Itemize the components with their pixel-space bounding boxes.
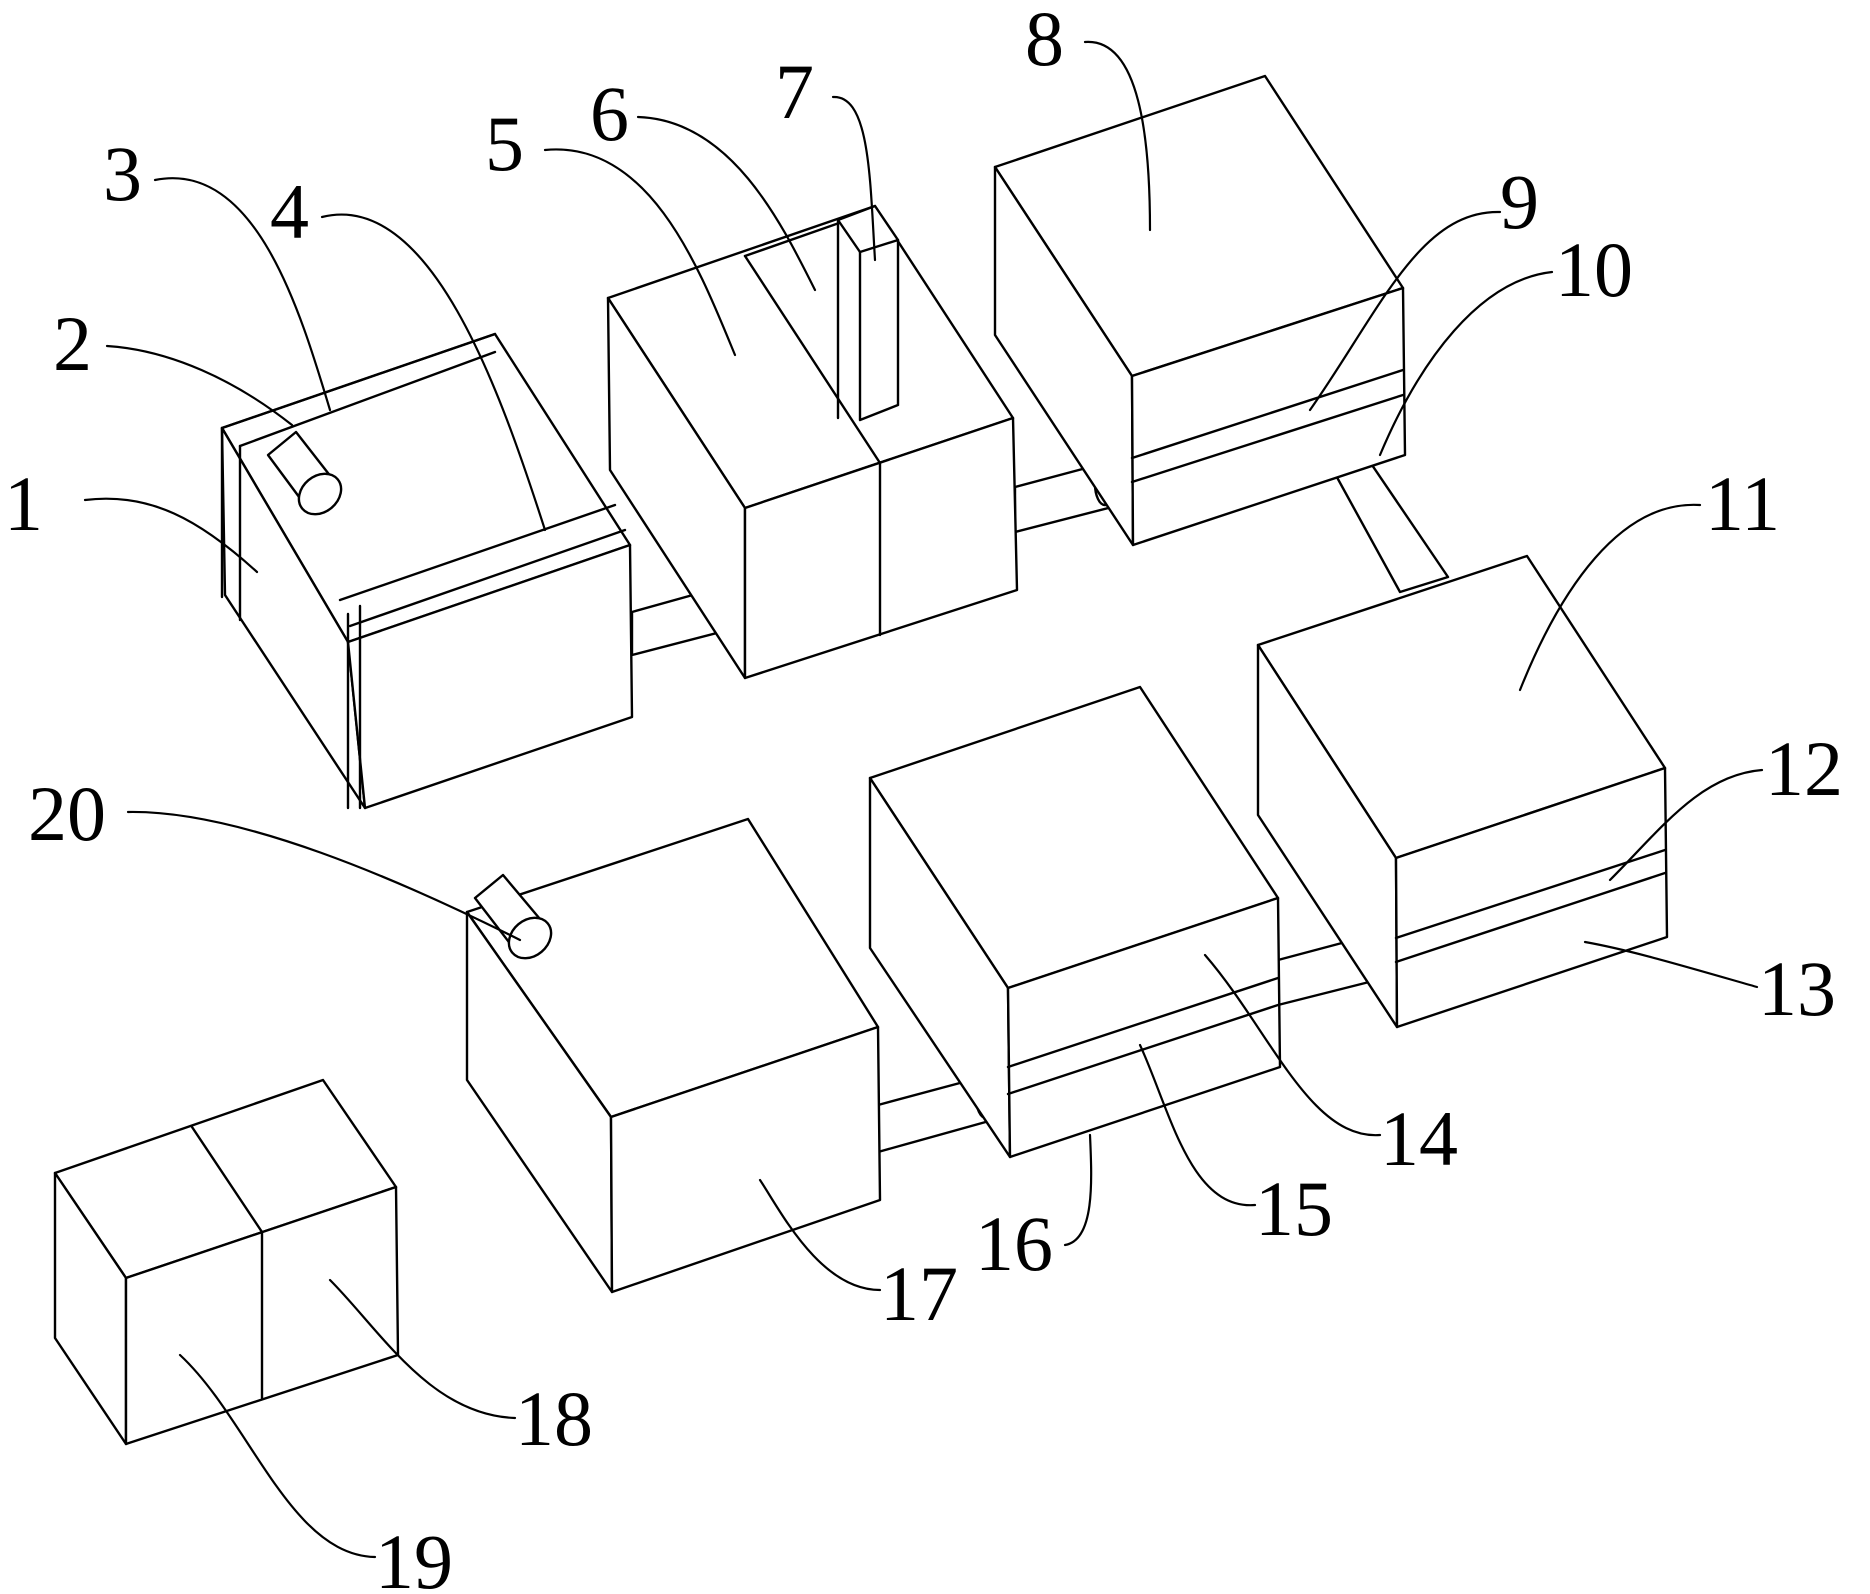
unit-7-plate — [836, 204, 900, 422]
unit-5-divider-6 — [743, 254, 882, 637]
leader-10 — [1378, 270, 1554, 457]
unit-17-tank — [465, 817, 882, 1294]
unit-1-front-divide — [346, 604, 362, 810]
unit-8-tank — [993, 74, 1407, 547]
label-1: 1 — [4, 460, 43, 547]
leader-lines — [83, 40, 1764, 1559]
leader-8 — [1083, 40, 1152, 232]
inlet-2-end — [297, 472, 343, 516]
leader-3 — [153, 177, 332, 412]
label-6: 6 — [590, 70, 629, 157]
unit-1-rim-line-a — [220, 426, 242, 622]
leader-7 — [831, 95, 877, 262]
unit-11-layer-12 — [1394, 848, 1667, 940]
label-9: 9 — [1500, 158, 1539, 245]
unit-11-layer-13 — [1394, 871, 1667, 964]
unit-8-layer-9 — [1130, 368, 1405, 460]
label-20: 20 — [28, 770, 106, 857]
label-17: 17 — [880, 1250, 958, 1337]
reference-numerals: 1 2 3 4 5 6 7 8 9 10 11 12 13 14 15 16 1… — [4, 0, 1843, 1594]
label-12: 12 — [1765, 725, 1843, 812]
unit-1-rim-line-c — [220, 332, 497, 448]
plate-7-edges — [836, 218, 900, 422]
label-15: 15 — [1255, 1165, 1333, 1252]
leader-4 — [320, 213, 547, 532]
unit-14-tank — [868, 685, 1282, 1159]
unit-2-inlet — [266, 430, 343, 516]
label-11: 11 — [1705, 460, 1780, 547]
box-divider — [190, 1125, 264, 1400]
unit-1-rim-line-b — [338, 503, 627, 628]
leader-6 — [636, 115, 817, 292]
unit-17-front-face — [609, 1025, 882, 1294]
label-3: 3 — [103, 130, 142, 217]
unit-11-tank — [1256, 554, 1669, 1029]
leader-20 — [126, 810, 522, 942]
label-2: 2 — [53, 300, 92, 387]
label-16: 16 — [975, 1200, 1053, 1287]
label-7: 7 — [775, 48, 814, 135]
unit-20-inlet — [473, 873, 553, 960]
leader-2 — [105, 344, 294, 427]
leader-15 — [1138, 1043, 1257, 1207]
leader-12 — [1608, 768, 1764, 882]
unit-8-layer-10 — [1130, 393, 1405, 484]
inlet-20-end — [507, 916, 553, 960]
unit-5-top-divider — [743, 220, 844, 258]
leader-13 — [1583, 940, 1759, 989]
unit-8-front-face — [1130, 286, 1407, 547]
label-14: 14 — [1380, 1095, 1458, 1182]
leader-16 — [1063, 1133, 1093, 1247]
label-19: 19 — [375, 1518, 453, 1594]
label-4: 4 — [270, 168, 309, 255]
leader-19 — [178, 1353, 377, 1559]
leader-1 — [83, 497, 259, 574]
unit-18-19-box — [53, 1078, 400, 1446]
label-10: 10 — [1555, 226, 1633, 313]
label-18: 18 — [515, 1375, 593, 1462]
label-13: 13 — [1758, 945, 1836, 1032]
label-8: 8 — [1025, 0, 1064, 82]
unit-11-front-face — [1394, 766, 1669, 1029]
label-5: 5 — [485, 100, 524, 187]
leader-5 — [543, 148, 737, 357]
unit-1-tank — [220, 332, 634, 810]
leader-9 — [1308, 210, 1502, 412]
leader-11 — [1518, 503, 1702, 692]
leader-17 — [758, 1178, 882, 1292]
leader-14 — [1203, 953, 1382, 1137]
leader-18 — [328, 1278, 517, 1420]
